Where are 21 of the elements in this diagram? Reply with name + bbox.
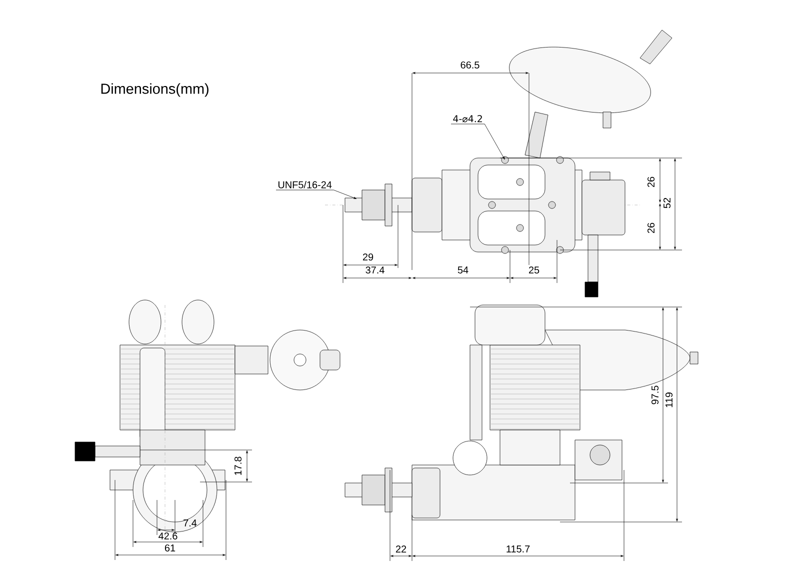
leader-line: [450, 124, 505, 160]
callout-text: UNF5/16-24: [278, 180, 332, 188]
dimension-label: 26: [647, 222, 655, 234]
dimension-label: 17.8: [234, 456, 242, 475]
leader-line: [276, 190, 357, 199]
title: Dimensions(mm): [101, 83, 208, 97]
dimension-label: 29: [362, 253, 374, 261]
dimension-label: 22: [396, 546, 406, 552]
dimension-label: 119: [665, 392, 673, 408]
dimension-label: 97.5: [651, 386, 659, 404]
dimension-label: 54: [458, 266, 468, 274]
dimension-label: 52: [663, 198, 671, 208]
dimension-label: 25: [528, 266, 540, 274]
callout-text: 4-⌀4.2: [453, 115, 482, 122]
dimension-label: 37.4: [366, 266, 384, 274]
dimension-label: 66.5: [460, 61, 480, 69]
dimension-label: 42.6: [158, 532, 178, 540]
dimension-label: 61: [164, 544, 176, 552]
dimension-label: 26: [647, 176, 655, 188]
dimension-label: 7.4: [184, 520, 197, 526]
dimension-label: 115.7: [506, 546, 530, 552]
